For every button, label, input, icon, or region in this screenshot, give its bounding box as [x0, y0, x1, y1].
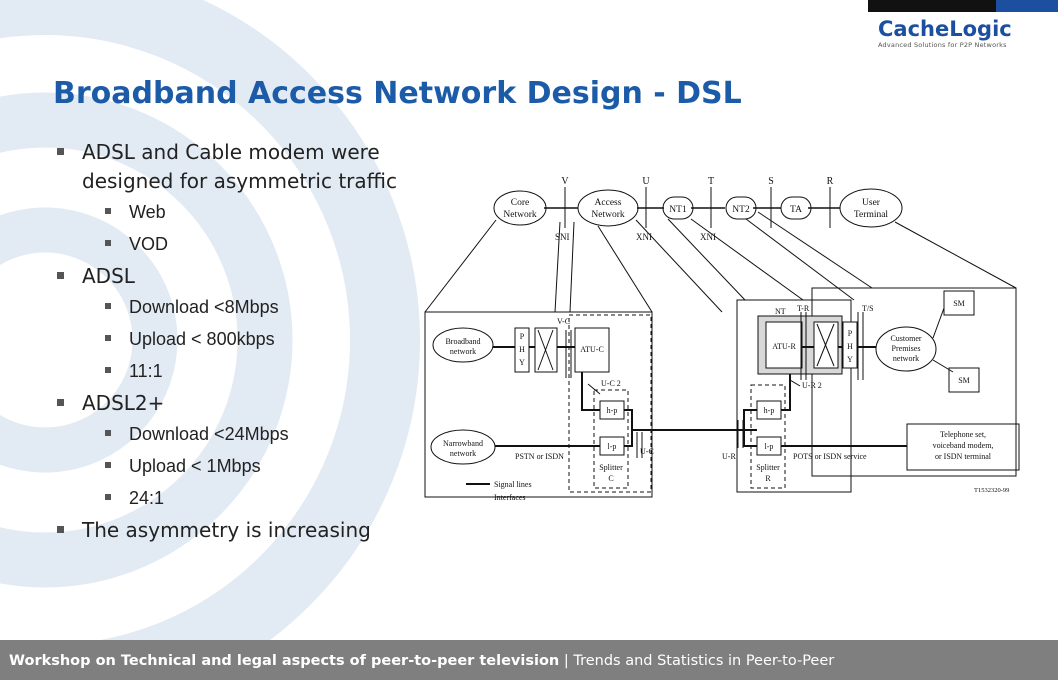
nt1-node [662, 196, 694, 220]
cachelogic-logo: CacheLogic Advanced Solutions for P2P Ne… [878, 17, 1048, 49]
ur2-label: U-R 2 [802, 381, 822, 390]
xni-label-2: XNI [700, 232, 716, 242]
bullet-adsl2-upload: Upload < 1Mbps [54, 450, 434, 482]
logo-bar [868, 0, 1058, 12]
footer-bar [0, 640, 1058, 680]
bullet-web: Web [54, 196, 434, 228]
phy-c-h: H [519, 345, 525, 354]
cpn-label-2: Premises [892, 344, 921, 353]
splitter-r-label-1: Splitter [756, 463, 780, 472]
core-network-label-2: Network [503, 210, 536, 220]
lp-c-label: l-p [608, 442, 617, 451]
uc-label: U-C [640, 447, 654, 456]
broadband-label-1: Broadband [445, 337, 480, 346]
user-terminal-node [839, 188, 903, 228]
ref-point-s: S [768, 176, 774, 187]
footer-text: Workshop on Technical and legal aspects … [9, 653, 834, 669]
cpn-label-1: Customer [890, 334, 921, 343]
logo-name: CacheLogic [878, 17, 1012, 41]
hp-c-label: h-p [607, 406, 618, 415]
sm-label-2: SM [958, 376, 970, 385]
pstn-label: PSTN or ISDN [515, 452, 564, 461]
hp-r-label: h-p [764, 406, 775, 415]
footer-separator: | [559, 653, 574, 669]
ref-point-u: U [642, 176, 650, 187]
core-network-node [493, 190, 547, 226]
nt2-label: NT2 [732, 205, 750, 215]
ta-label: TA [790, 205, 802, 215]
customer-premises-cloud [875, 326, 937, 372]
bullet-adsl2: ADSL2+ [54, 389, 434, 418]
telephone-label-2: voiceband modem, [933, 441, 994, 450]
phy-r-h: H [847, 342, 853, 351]
phy-c-y: Y [519, 358, 525, 367]
ts-label: T/S [862, 304, 874, 313]
splitter-c-label-2: C [608, 474, 613, 483]
bullet-adsl-upload: Upload < 800kbps [54, 323, 434, 355]
bullet-vod: VOD [54, 228, 434, 260]
sni-label: SNI [555, 232, 570, 242]
phy-c-p: P [520, 332, 525, 341]
phy-r-p: P [848, 329, 853, 338]
broadband-label-2: network [450, 347, 476, 356]
sm-label-1: SM [953, 299, 965, 308]
tr-label: T-R [797, 304, 810, 313]
narrowband-label-2: network [450, 449, 476, 458]
user-terminal-label-2: Terminal [854, 210, 889, 220]
nt1-label: NT1 [669, 205, 687, 215]
ur-label: U-R [722, 452, 736, 461]
uc2-label: U-C 2 [601, 379, 621, 388]
core-network-label-1: Core [511, 198, 529, 208]
xni-label-1: XNI [636, 232, 652, 242]
legend-interfaces: Interfaces [494, 493, 526, 502]
user-terminal-label-1: User [862, 198, 881, 208]
dsl-reference-model-diagram: V U T S R [424, 176, 1020, 502]
telephone-label-3: or ISDN terminal [935, 452, 992, 461]
bullet-list: ADSL and Cable modem were designed for a… [54, 138, 434, 545]
figure-id: T1532320-99 [974, 487, 1009, 494]
footer-topic: Trends and Statistics in Peer-to-Peer [573, 653, 835, 669]
splitter-c-label-1: Splitter [599, 463, 623, 472]
bullet-adsl2-download: Download <24Mbps [54, 418, 434, 450]
nt-label: NT [775, 307, 786, 316]
bullet-asymmetry: The asymmetry is increasing [54, 516, 434, 545]
access-network-node [577, 189, 639, 227]
access-network-label-1: Access [595, 198, 622, 208]
lp-r-label: l-p [765, 442, 774, 451]
broadband-network-cloud [432, 327, 494, 363]
legend-signal-lines: Signal lines [494, 480, 532, 489]
access-network-label-2: Network [591, 210, 624, 220]
phy-r-y: Y [847, 355, 853, 364]
ta-node [780, 196, 812, 220]
slide-title: Broadband Access Network Design - DSL [53, 76, 742, 111]
atu-r-label: ATU-R [772, 342, 796, 351]
narrowband-label-1: Narrowband [443, 439, 483, 448]
ref-point-t: T [708, 176, 714, 187]
nt2-node [725, 196, 757, 220]
cpn-label-3: network [893, 354, 919, 363]
bullet-adsl-download: Download <8Mbps [54, 291, 434, 323]
bullet-adsl: ADSL [54, 262, 434, 291]
atu-c-label: ATU-C [580, 345, 604, 354]
pots-label: POTS or ISDN service [793, 452, 867, 461]
vc-label: V-C [557, 317, 570, 326]
ref-point-v: V [561, 176, 569, 187]
logo-tagline: Advanced Solutions for P2P Networks [878, 41, 1007, 49]
bullet-adsl-cable: ADSL and Cable modem were designed for a… [54, 138, 432, 196]
splitter-r-label-2: R [765, 474, 771, 483]
telephone-label-1: Telephone set, [940, 430, 986, 439]
footer-workshop-title: Workshop on Technical and legal aspects … [9, 653, 560, 669]
bullet-adsl2-ratio: 24:1 [54, 482, 434, 514]
bullet-adsl-ratio: 11:1 [54, 355, 434, 387]
ref-point-r: R [827, 176, 834, 187]
